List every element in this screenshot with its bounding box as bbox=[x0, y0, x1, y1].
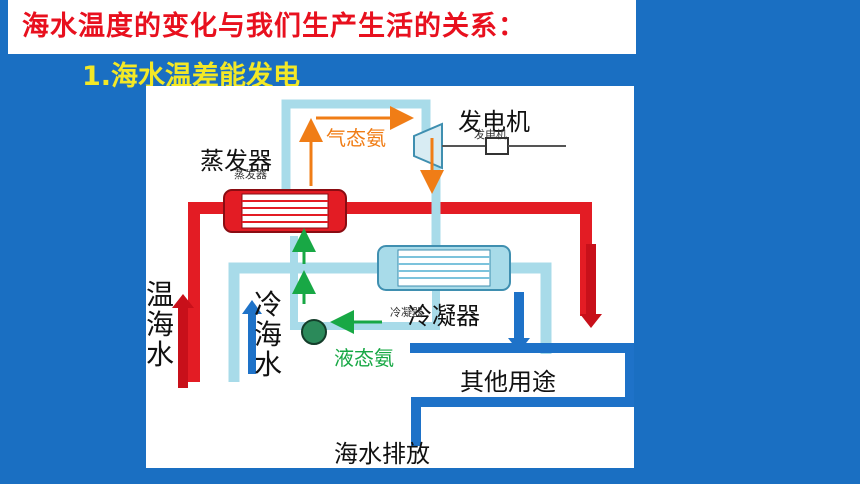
other-use-pipe bbox=[410, 343, 635, 446]
liquid-ammonia-label: 液态氨 bbox=[334, 346, 394, 370]
cold-seawater-char-3: 水 bbox=[254, 348, 283, 381]
warm-return-down-arrow bbox=[580, 244, 602, 328]
warm-seawater-label: 温 海 水 bbox=[146, 280, 176, 370]
evaporator-label: 蒸发器 bbox=[200, 147, 272, 175]
otec-diagram: 发电机 发电机 蒸发器 蒸发器 冷凝器 冷凝器 气态氨 液态氨 其他用途 海水排… bbox=[146, 86, 635, 468]
gas-ammonia-label: 气态氨 bbox=[326, 126, 386, 150]
pump-unit bbox=[301, 319, 327, 345]
condenser-label-small: 冷凝器 bbox=[390, 306, 423, 319]
warm-seawater-up-arrow bbox=[172, 294, 194, 388]
cold-return-down-arrow bbox=[508, 292, 530, 352]
warm-seawater-char-1: 温 bbox=[146, 278, 175, 311]
title-banner: 海水温度的变化与我们生产生活的关系： bbox=[8, 0, 636, 54]
warm-seawater-char-3: 水 bbox=[146, 338, 175, 371]
ammonia-loop-left bbox=[281, 99, 431, 196]
cold-seawater-char-2: 海 bbox=[254, 318, 283, 351]
cold-seawater-char-1: 冷 bbox=[254, 288, 283, 321]
page-title: 海水温度的变化与我们生产生活的关系： bbox=[22, 11, 526, 42]
generator-label: 发电机 bbox=[458, 108, 530, 136]
turbine-unit bbox=[413, 122, 566, 170]
condenser-unit bbox=[377, 245, 511, 291]
condenser-label: 冷凝器 bbox=[408, 302, 480, 330]
otec-diagram-svg bbox=[172, 99, 635, 446]
evaporator-label-small: 蒸发器 bbox=[234, 168, 267, 181]
seawater-discharge-label: 海水排放 bbox=[334, 440, 430, 468]
other-use-label: 其他用途 bbox=[460, 368, 556, 396]
evaporator-unit bbox=[223, 189, 347, 233]
warm-seawater-char-2: 海 bbox=[146, 308, 175, 341]
cold-seawater-label: 冷 海 水 bbox=[254, 290, 284, 380]
cold-seawater-up-arrow bbox=[242, 300, 262, 374]
generator-label-small: 发电机 bbox=[474, 128, 507, 141]
